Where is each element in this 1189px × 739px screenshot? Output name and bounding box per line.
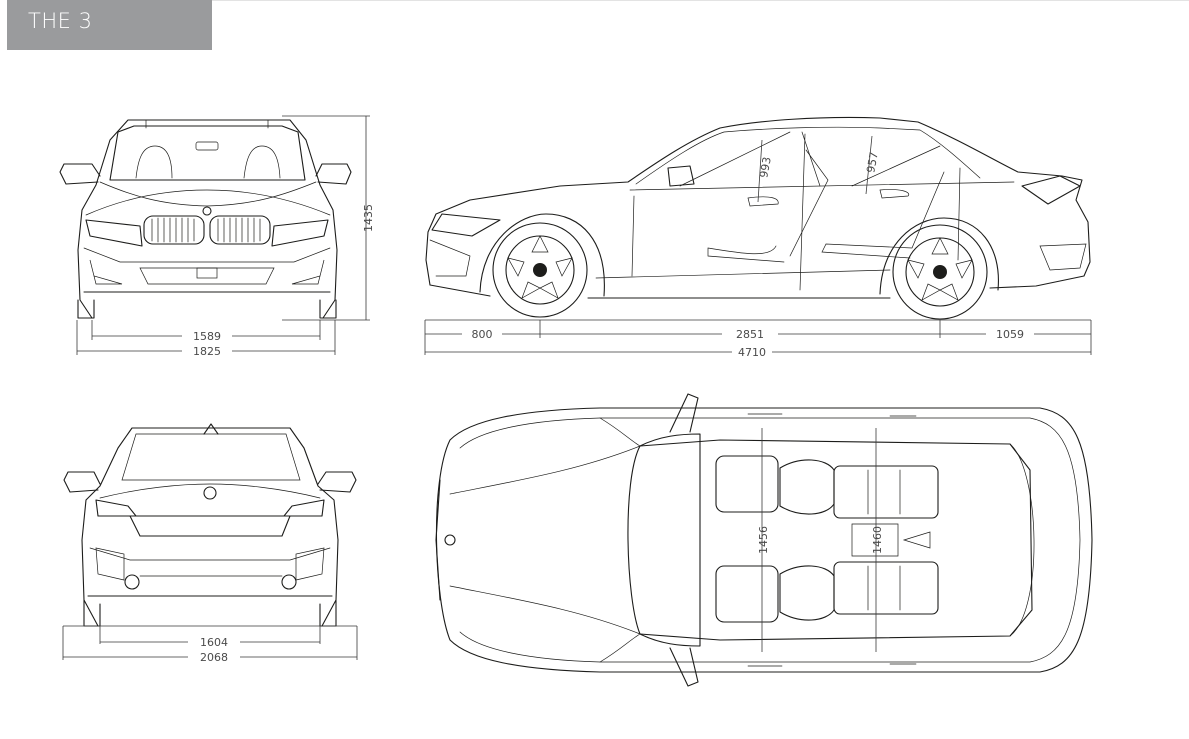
title-tab: THE 3: [7, 0, 212, 50]
front-width-label: 1825: [193, 345, 221, 358]
top-view: 1456 1460: [435, 393, 1093, 687]
top-rule: [212, 0, 1189, 1]
grille-slats: [151, 217, 261, 243]
rear-overhang-label: 1059: [996, 328, 1024, 341]
front-shoulder-label: 1456: [757, 526, 770, 554]
front-overhang-label: 800: [472, 328, 493, 341]
page-title: THE 3: [28, 9, 93, 33]
front-view: 1435 1589 1825: [59, 115, 375, 358]
side-view: 993 957 800 2851 1059 4710: [424, 116, 1092, 359]
front-track-label: 1589: [193, 330, 221, 343]
rear-headroom-label: 957: [864, 151, 880, 174]
wheelbase-label: 2851: [736, 328, 764, 341]
rear-view: 1604 2068: [62, 423, 358, 664]
rear-track-label: 1604: [200, 636, 228, 649]
rear-shoulder-label: 1460: [871, 526, 884, 554]
width-mirrors-label: 2068: [200, 651, 228, 664]
length-label: 4710: [738, 346, 766, 359]
front-headroom-label: 993: [757, 156, 773, 179]
height-label: 1435: [362, 204, 375, 232]
